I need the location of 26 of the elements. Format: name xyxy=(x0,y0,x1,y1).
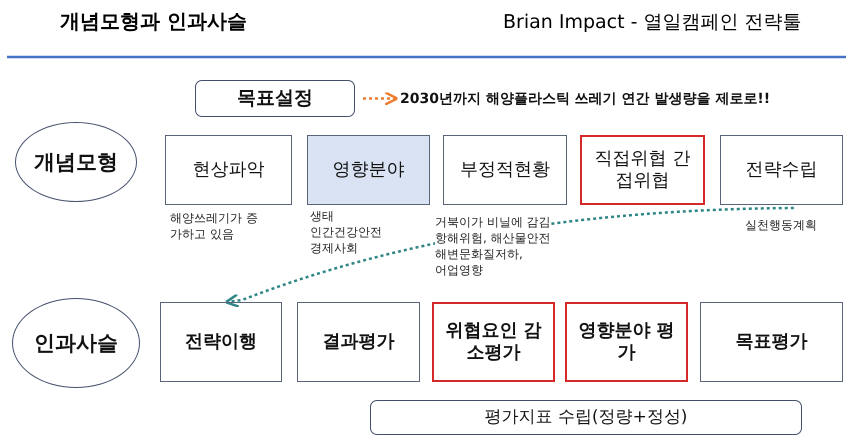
note-text: 인간건강안전 xyxy=(310,224,382,240)
highlighted-box: 영향분야 평가 xyxy=(565,302,688,382)
process-box: 영향분야 xyxy=(307,135,430,205)
rounded-box: 목표설정 xyxy=(195,80,355,117)
process-box: 목표평가 xyxy=(700,302,843,382)
process-box: 전략이행 xyxy=(160,302,282,382)
note-text: 어업영향 xyxy=(435,262,483,278)
note-text: 실천행동계획 xyxy=(745,217,817,233)
goal-text: 2030년까지 해양플라스틱 쓰레기 연간 발생량을 제로로!! xyxy=(400,87,840,111)
process-box: 현상파악 xyxy=(165,135,292,205)
note-text: 항해위험, 해산물안전 xyxy=(435,230,551,246)
page-title: 개념모형과 인과사슬 xyxy=(60,8,247,35)
ellipse-node: 인과사슬 xyxy=(12,298,140,388)
rounded-box: 평가지표 수립(정량+정성) xyxy=(370,400,802,435)
arrow xyxy=(363,91,398,106)
process-box: 전략수립 xyxy=(720,135,843,205)
note-text: 경제사회 xyxy=(310,240,358,256)
highlighted-box: 직접위협 간접위협 xyxy=(580,135,705,205)
process-box: 부정적현황 xyxy=(443,135,567,205)
note-text: 생태 xyxy=(310,208,334,224)
ellipse-node: 개념모형 xyxy=(15,122,137,202)
note-text: 해변문화질저하, xyxy=(435,246,523,262)
header-label: Brian Impact - 열일캠페인 전략툴 xyxy=(503,10,802,35)
process-box: 결과평가 xyxy=(297,302,420,382)
highlighted-box: 위협요인 감소평가 xyxy=(432,302,555,382)
note-text: 거북이가 비닐에 감김 xyxy=(435,214,551,230)
